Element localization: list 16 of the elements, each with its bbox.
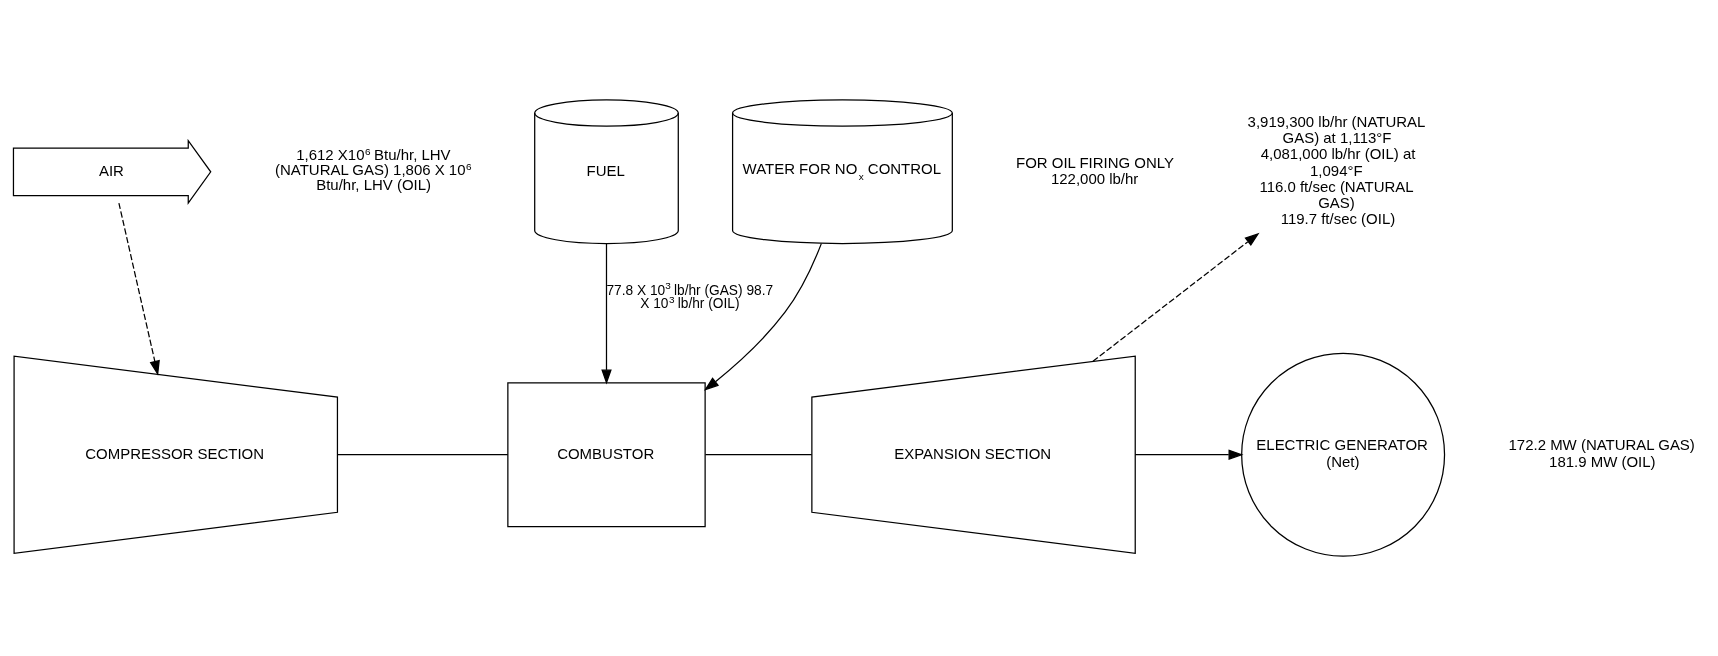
- connector: [337, 454, 509, 456]
- label: FOR OIL FIRING ONLY 122,000 lb/hr: [1016, 153, 1175, 187]
- label: 172.2 MW (NATURAL GAS) 181.9 MW (OIL): [1508, 436, 1695, 470]
- node-box: COMPRESSOR SECTION: [13, 355, 339, 555]
- arrow: [601, 243, 612, 385]
- arrow: [1092, 232, 1260, 362]
- edge-label: 77.8 X 10$^{3}$ lb/hr (GAS) 98.7 X 10$^{3}$ lb/hr (OIL): [606, 280, 774, 312]
- node-circle: ELECTRIC GENERATOR (Net): [1241, 352, 1446, 557]
- label: 1,612 X10$^{6}$ Btu/hr, LHV (NATURAL GAS) 1,806 X 10$^{6}$ Btu/hr, LHV (OIL): [275, 145, 472, 194]
- node-box: COMBUSTOR: [507, 382, 706, 528]
- arrow: [1134, 449, 1244, 460]
- node-text: 3,919,300 lb/hr (NATURAL GAS) at 1,113°F 4,081,000 lb/hr (OIL) at 1,094°F 116.0 ft/sec (NATURAL GAS) 119.7 ft/sec (OIL): [1247, 112, 1426, 228]
- arrow: [703, 243, 822, 391]
- arrow: [118, 202, 160, 376]
- connector: [704, 454, 813, 456]
- node-box: EXPANSION SECTION: [811, 355, 1136, 555]
